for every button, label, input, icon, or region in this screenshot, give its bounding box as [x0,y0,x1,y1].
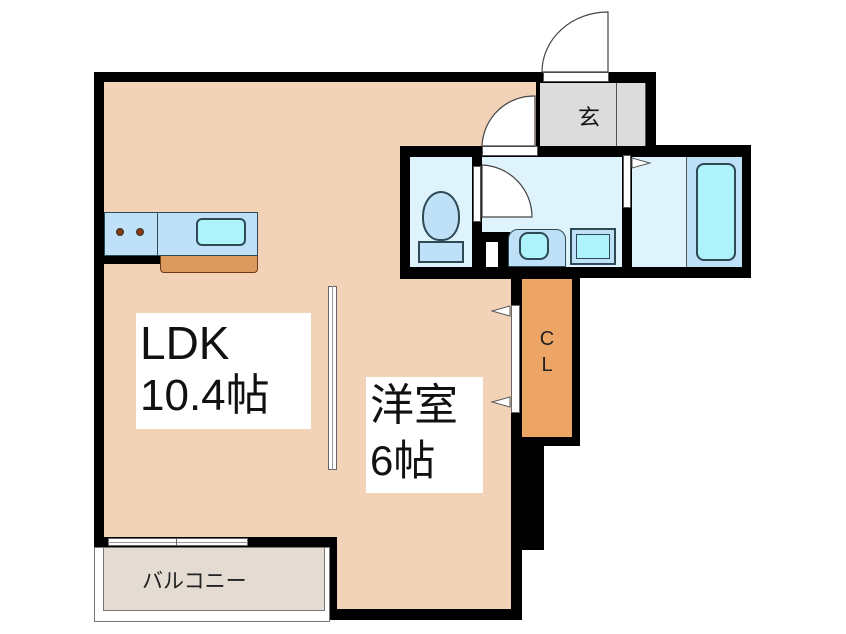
bathroom-partition [622,155,632,267]
closet-floor [522,279,572,437]
entrance-label: 玄 [578,106,601,131]
ldk-size: 10.4帖 [140,371,270,420]
closet-label-line2: L [541,354,553,376]
kitchen-counter-edge [160,255,258,273]
toilet-tank-icon [418,241,464,263]
closet-label: C L [536,326,558,378]
washing-machine-inner-icon [576,234,610,259]
ldk-floor-right [400,82,482,146]
entrance-floor [540,83,646,146]
stove-burner-icon [136,228,144,236]
bathtub-icon [696,163,736,261]
washbasin-bowl-icon [519,232,549,260]
entrance-door-swing-icon [541,11,609,73]
ldk-label: LDK 10.4帖 [136,313,311,429]
hall-door-swing-icon [481,95,536,147]
balcony-window-handle [176,538,177,546]
sliding-door-divider [332,286,333,470]
toilet-bowl-icon [422,191,460,241]
pipe-shaft-inner [486,242,498,267]
closet-door-arrow-icon [490,396,511,408]
balcony-label: バルコニー [142,569,247,593]
closet-door[interactable] [511,305,520,413]
washroom-door-swing-icon [481,164,533,218]
western-room-label: 洋室 6帖 [366,377,483,493]
entrance-shoe-storage-divider [616,83,617,146]
closet-label-line1: C [539,328,555,350]
western-room-name: 洋室 [370,380,458,431]
bathroom-door-opening [623,155,631,208]
balcony-floor [103,547,325,611]
ldk-name: LDK [140,317,230,369]
kitchen-sink-icon [196,218,246,246]
western-room-size: 6帖 [370,437,436,484]
toilet-door-opening [473,166,481,222]
balcony-window-divider [108,542,248,543]
stove-divider [157,212,158,256]
stove-burner-icon [116,228,124,236]
kitchen-wall-stub [94,256,160,264]
ldk-floor [104,82,328,537]
bathroom-door-arrow-icon [631,157,652,169]
closet-door-arrow-icon [490,305,511,317]
